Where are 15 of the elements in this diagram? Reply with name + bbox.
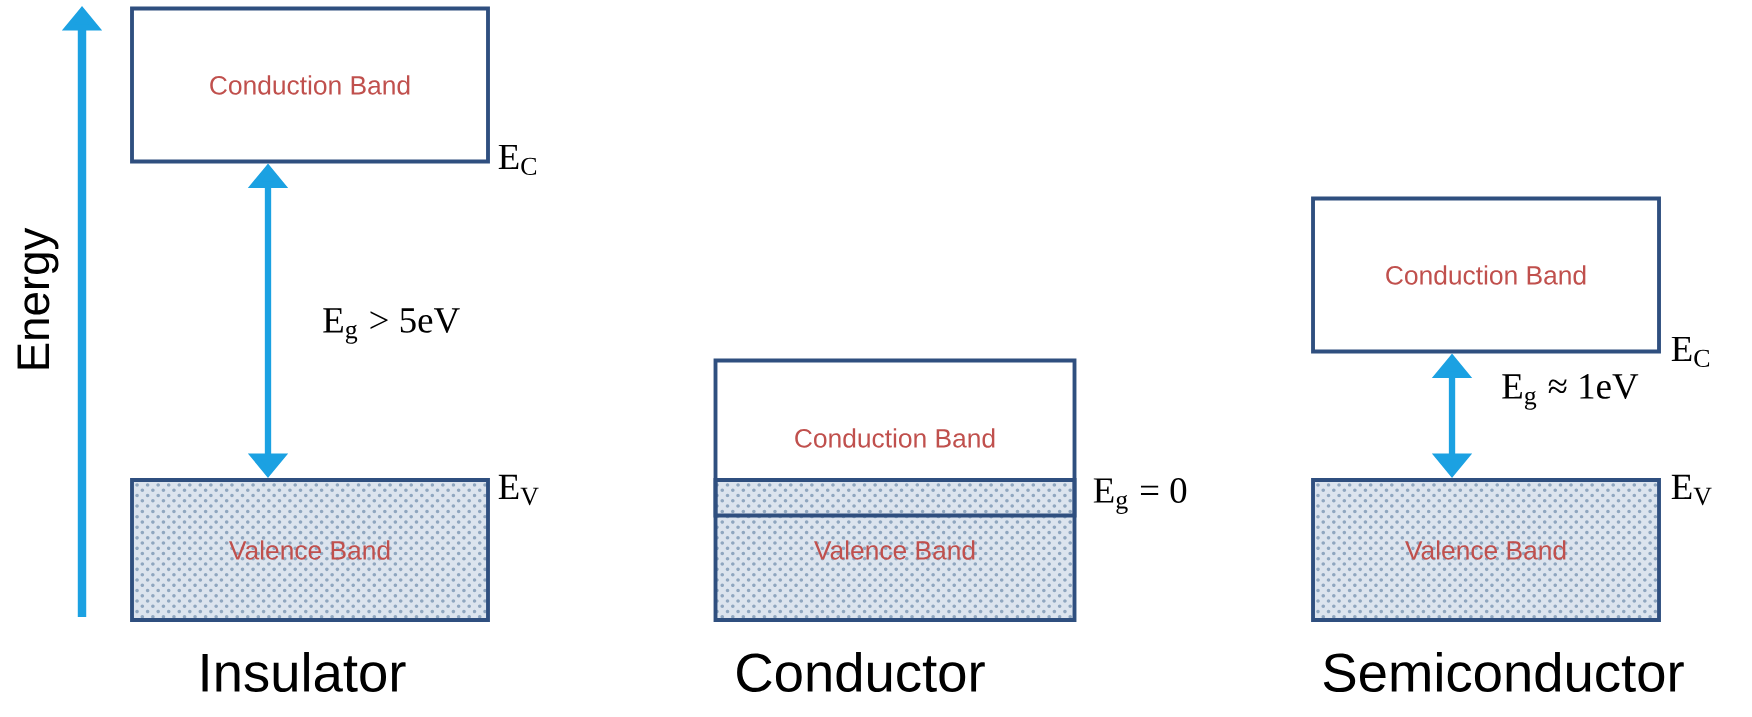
conduction-band-box: Conduction Band (130, 6, 490, 164)
valence-band-box: Valence Band (130, 478, 490, 622)
energy-level-label: E$_{V}$ (1671, 474, 1712, 506)
valence-band-box: Valence Band (713, 478, 1077, 622)
gap-label: E$_{g}$ = 0 (1093, 478, 1187, 514)
energy-level-label: E$_{C}$ (1671, 336, 1710, 368)
axis-label: Energy (17, 227, 59, 369)
edge-label: E$_{g}$ ≈ 1eV (1502, 374, 1639, 410)
energy-level-label: E$_{V}$ (498, 474, 539, 506)
conduction-band-box: Conduction Band (1311, 196, 1661, 354)
edge-label: E$_{g}$ > 5eV (323, 308, 460, 344)
energy-level-label: E$_{C}$ (498, 144, 537, 176)
material-title: Conductor (737, 652, 985, 692)
valence-band-box: Valence Band (1311, 478, 1661, 622)
conduction-band-box: Conduction Band (713, 358, 1077, 518)
